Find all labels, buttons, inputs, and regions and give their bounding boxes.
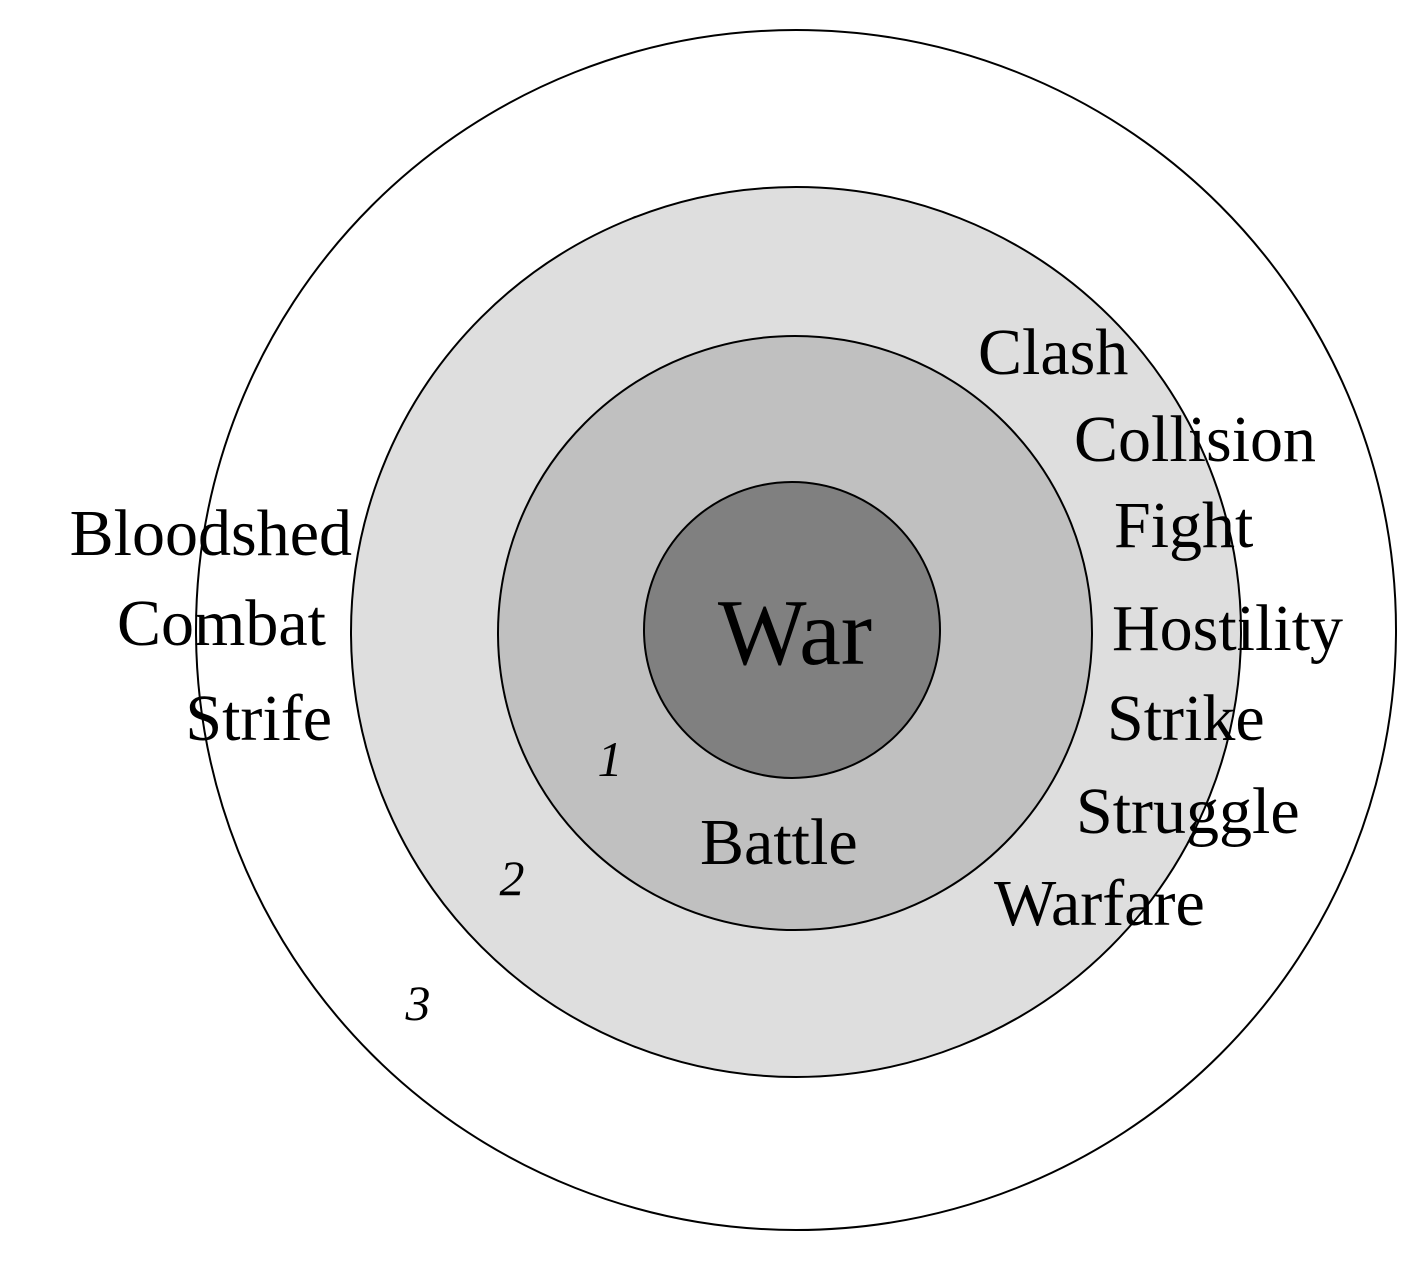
word-battle: Battle: [700, 806, 858, 879]
center-word: War: [718, 581, 872, 685]
ring-3-number: 3: [405, 975, 431, 1031]
word-strife: Strife: [185, 682, 332, 755]
word-collision: Collision: [1074, 403, 1316, 476]
ring-2-number: 2: [500, 850, 525, 906]
word-combat: Combat: [117, 587, 326, 660]
word-fight: Fight: [1114, 489, 1253, 562]
core-circle: [643, 481, 941, 779]
word-warfare: Warfare: [994, 867, 1205, 940]
word-bloodshed: Bloodshed: [70, 497, 352, 570]
word-strike: Strike: [1107, 682, 1265, 755]
word-hostility: Hostility: [1112, 592, 1343, 665]
ring-1-number: 1: [598, 731, 623, 787]
word-struggle: Struggle: [1076, 775, 1300, 848]
word-clash: Clash: [978, 316, 1128, 389]
